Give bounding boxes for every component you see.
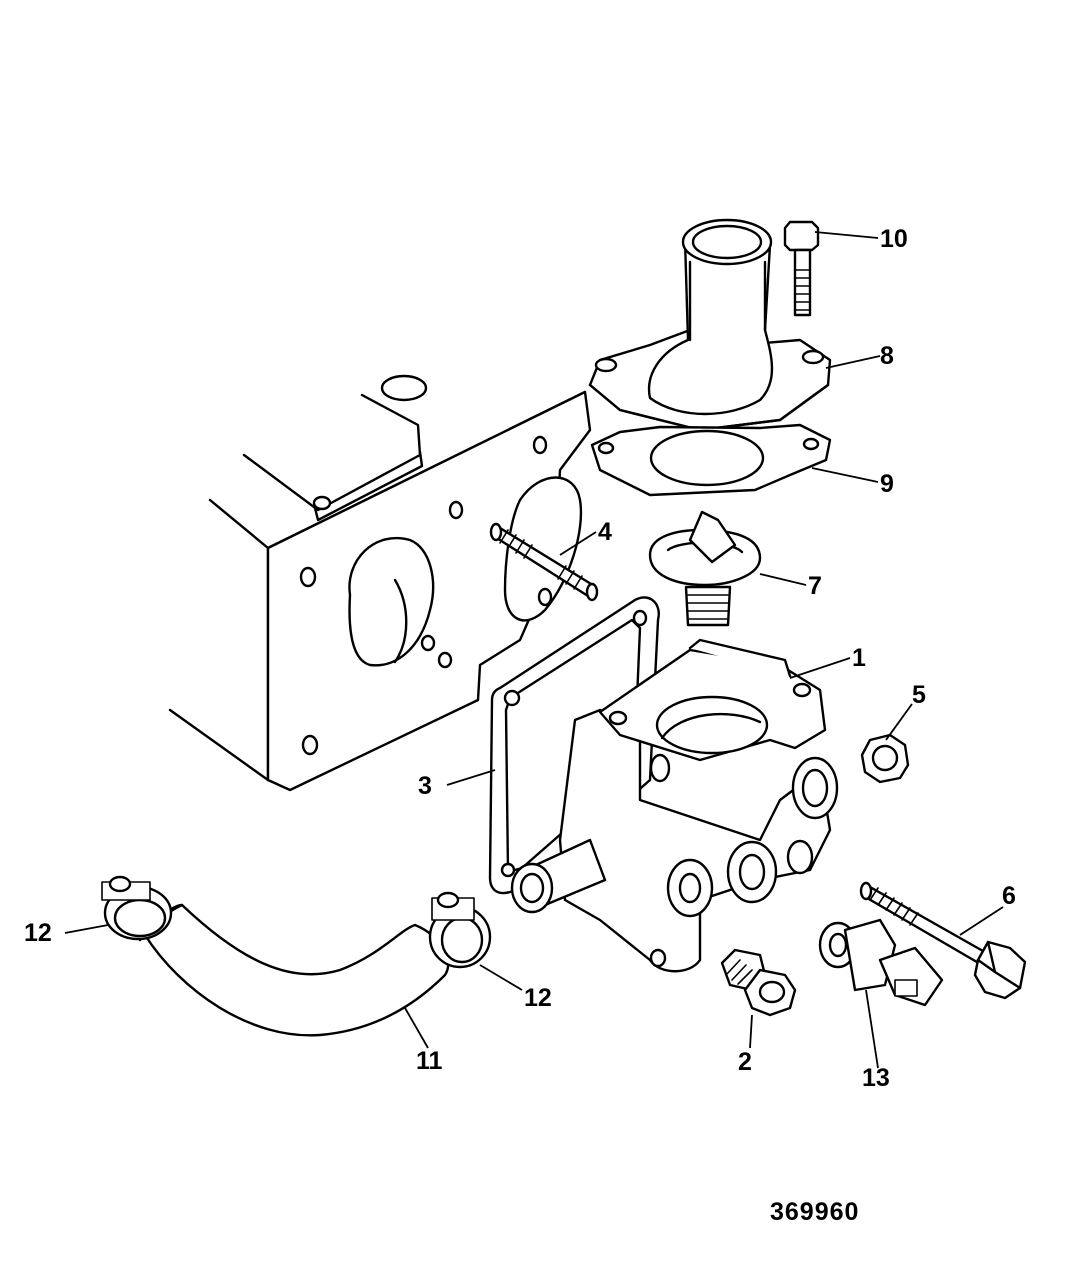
callout-12-left: 12 xyxy=(24,919,52,947)
callout-3: 3 xyxy=(418,772,432,800)
part-1-thermostat-housing xyxy=(510,638,839,973)
leader-lines xyxy=(64,231,1004,1069)
part-11-hose xyxy=(138,903,450,1037)
part-10-bolt xyxy=(783,220,820,317)
callout-12-right: 12 xyxy=(524,984,552,1012)
callout-13: 13 xyxy=(862,1064,890,1092)
part-7-thermostat xyxy=(648,510,762,627)
engine-block xyxy=(168,374,592,792)
part-12-hose-clip-right xyxy=(428,891,492,969)
figure-reference-number: 369960 xyxy=(770,1198,859,1226)
callout-9: 9 xyxy=(880,470,894,498)
callout-11: 11 xyxy=(416,1047,443,1075)
callout-1: 1 xyxy=(852,644,866,672)
callout-5: 5 xyxy=(912,681,926,709)
callout-8: 8 xyxy=(880,342,894,370)
part-13-temperature-sender xyxy=(818,918,944,1007)
part-12-hose-clip-left xyxy=(101,875,173,941)
part-9-gasket xyxy=(590,423,832,497)
part-2-drain-plug xyxy=(720,948,797,1017)
part-6-bolt xyxy=(859,881,1027,1000)
part-5-nut xyxy=(860,733,910,784)
callout-labels: 10 8 9 4 7 1 5 3 6 12 12 11 2 13 xyxy=(24,225,1016,1092)
callout-2: 2 xyxy=(738,1048,752,1076)
part-4-stud xyxy=(489,522,599,602)
part-8-outlet-elbow xyxy=(588,218,832,432)
callout-7: 7 xyxy=(808,572,822,600)
callout-10: 10 xyxy=(880,225,908,253)
callout-6: 6 xyxy=(1002,882,1016,910)
callout-4: 4 xyxy=(598,518,612,546)
